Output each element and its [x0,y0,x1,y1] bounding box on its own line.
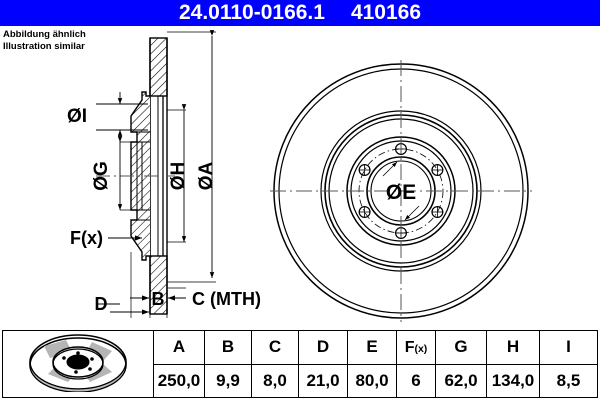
value-D: 21,0 [298,363,348,398]
drawing-area: ØI ØG F(x) ØH ØA D B C (MTH) ØE [0,26,600,326]
dimension-phi-H [167,104,187,243]
label-Fx: F(x) [70,228,103,248]
fx-sub-letter: (x) [414,343,428,356]
label-B: B [152,289,165,309]
reference-number: 410166 [350,1,422,24]
value-Fx: 6 [396,363,436,398]
brake-disc-icon [29,333,127,393]
col-header-Fx: F(x) [396,330,436,365]
spec-table: A B C D E F(x) G H I 250,0 9,9 8,0 21,0 … [2,330,598,398]
col-header-B: B [204,330,252,365]
col-header-C: C [251,330,299,365]
dimension-phi-A [167,30,216,283]
note-line-de: Abbildung ähnlich [3,29,86,40]
note-line-en: Illustration similar [3,40,85,52]
col-header-D: D [298,330,348,365]
table-row-headers: A B C D E F(x) G H I [2,330,598,398]
header-text: 24.0110-0166.1 410166 [0,0,600,26]
col-header-H: H [486,330,540,365]
illustration-note: Abbildung ähnlich Illustration similar [3,29,86,52]
dimension-D [96,252,151,318]
label-phi-A: ØA [196,161,217,190]
label-phi-E: ØE [386,181,416,204]
dimension-phi-G [117,136,150,211]
value-G: 62,0 [435,363,487,398]
label-phi-H: ØH [168,162,189,191]
fx-main-letter: F [404,339,415,357]
label-phi-I: ØI [67,106,87,127]
brake-disc-icon-cell [2,330,154,398]
value-H: 134,0 [486,363,540,398]
col-header-E: E [347,330,397,365]
spec-table-wrap: A B C D E F(x) G H I 250,0 9,9 8,0 21,0 … [2,330,598,398]
phi-E-leaders [382,161,420,221]
dimension-C [166,287,186,318]
value-B: 9,9 [204,363,252,398]
value-A: 250,0 [153,363,205,398]
cross-section-view [96,37,175,315]
label-C-MTH: C (MTH) [192,289,261,309]
part-number: 24.0110-0166.1 [178,1,325,24]
label-phi-G: ØG [91,161,112,191]
bolt-holes [358,142,444,240]
front-face-view [270,60,532,322]
value-E: 80,0 [347,363,397,398]
label-D: D [95,294,108,314]
value-I: 8,5 [539,363,598,398]
col-header-G: G [435,330,487,365]
header-bar: 24.0110-0166.1 410166 [0,0,600,26]
col-header-A: A [153,330,205,365]
value-C: 8,0 [251,363,299,398]
table-row-values: 250,0 9,9 8,0 21,0 80,0 6 62,0 134,0 8,5 [3,363,598,398]
col-header-I: I [539,330,598,365]
